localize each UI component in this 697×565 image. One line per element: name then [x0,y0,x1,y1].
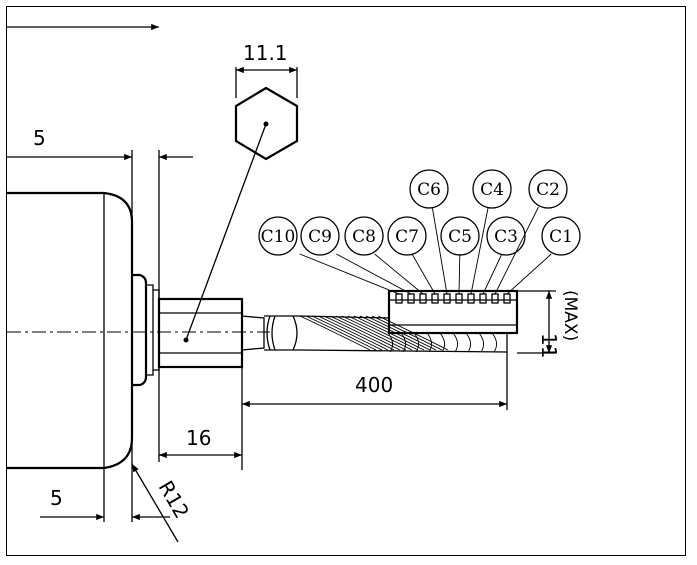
pin-balloon [344,216,384,256]
mounting-flange [132,150,160,462]
pin-balloon [541,216,581,256]
wire-strand [335,315,407,351]
leader-line [411,253,436,295]
leader-line [299,253,400,295]
dim-label-11-1: 11.1 [243,41,288,65]
pin-balloon [486,216,526,256]
cable [264,315,300,351]
pin-label: C10 [261,227,296,247]
connector-pin [431,293,439,304]
connector-pin [407,293,415,304]
wire-strand [299,315,371,351]
connector-pin [419,293,427,304]
dim-label-r12: R12 [154,477,194,523]
wire-strand [317,315,389,351]
wire-strand [452,332,458,353]
dim-label-max: (MAX) [560,290,580,341]
connector-pin [455,293,463,304]
pin-label: C6 [417,180,441,200]
leader-line [482,253,503,295]
connector-pin [479,293,487,304]
pin-balloon [409,169,449,209]
connector-pin [467,293,475,304]
wire-strand [359,315,431,351]
pin-balloon [472,169,512,209]
wire-strand [365,315,437,351]
pin-label: C9 [308,227,332,247]
drawing-frame [6,6,686,556]
pin-label: C4 [480,180,504,200]
wire-strand [377,315,449,351]
leader-line [336,253,412,295]
dim-top-5: 5 [7,126,193,161]
dim-shaft-16: 16 [159,426,242,459]
connector-pin [491,293,499,304]
cable-edge [299,349,508,353]
motor-body [7,150,134,522]
connector-pin [503,293,511,304]
dim-label-400: 400 [355,373,393,397]
wire-strand [426,332,432,353]
pin-label: C2 [536,180,560,200]
wire-strand [465,332,471,353]
wire-strand [439,332,445,353]
dim-label-11: 11 [537,333,561,358]
dim-bottom-5: 5 [40,486,170,521]
dim-label-16: 16 [186,426,211,450]
connector-pin [443,293,451,304]
wire-strand [371,315,443,351]
connector-pin [395,293,403,304]
dim-label-top-5: 5 [33,126,46,150]
pin-label: C5 [448,227,472,247]
dim-cable-400: 400 [242,333,508,410]
leader-line [494,206,539,295]
dim-label-bottom-5: 5 [50,486,63,510]
connector [387,289,519,335]
wire-strand [478,332,484,353]
leader-line [458,253,461,295]
pin-label: C8 [352,227,376,247]
wire-strand [347,315,419,351]
pin-balloon [387,216,427,256]
twisted-wires [299,315,508,353]
dim-radius-r12: R12 [131,463,194,543]
dim-connector-11: 11 (MAX) [517,290,580,358]
leader-line [470,206,489,295]
wire-strand [353,315,425,351]
wire-strand [305,315,377,351]
wire-strand [491,332,497,353]
pin-balloon [300,216,340,256]
pin-balloon [258,216,298,256]
wire-strand [323,315,395,351]
pin-label: C1 [549,227,573,247]
wire-strand [311,315,383,351]
pin-balloon [528,169,568,209]
leader-line [431,206,448,295]
hex-section-view: 11.1 [183,41,299,343]
leader-line [506,253,552,295]
leader-line [374,253,424,295]
hex-shaft [157,297,265,470]
pin-label: C3 [494,227,518,247]
cable-edge [299,315,390,319]
pin-balloon [440,216,480,256]
wire-strand [341,315,413,351]
pin-label: C7 [395,227,419,247]
